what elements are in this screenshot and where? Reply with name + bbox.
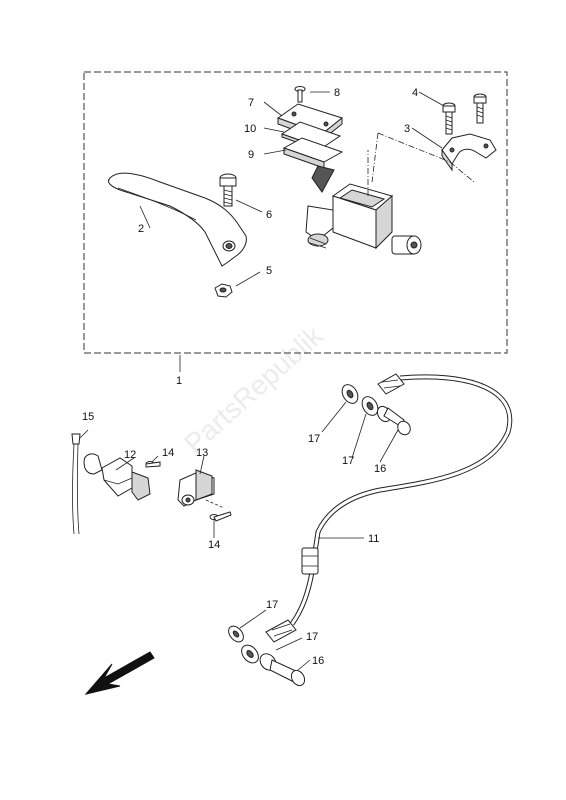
watermark-text: PartsRepublik	[178, 319, 329, 459]
pivot-bolt	[219, 173, 237, 207]
callout-13: 13	[196, 447, 208, 459]
callout-8: 8	[334, 87, 340, 99]
callout-14a: 14	[162, 447, 174, 459]
callout-4: 4	[412, 87, 418, 99]
callout-17d: 17	[306, 631, 318, 643]
watermark: PartsRepublik	[178, 319, 329, 459]
callout-6: 6	[266, 209, 272, 221]
assembly-box	[83, 71, 508, 354]
callout-16b: 16	[312, 655, 324, 667]
lower-fittings	[228, 625, 306, 687]
callout-3: 3	[404, 123, 410, 135]
callout-9: 9	[248, 149, 254, 161]
callout-17a: 17	[308, 433, 320, 445]
master-cylinder	[305, 183, 422, 255]
hose-holder	[83, 453, 151, 501]
callout-17b: 17	[342, 455, 354, 467]
direction-arrow	[84, 651, 155, 695]
diaphragm	[282, 137, 344, 193]
callout-14b: 14	[208, 539, 220, 551]
hose-bracket	[177, 469, 215, 507]
clamp-bolts	[442, 93, 487, 135]
callout-15: 15	[82, 411, 94, 423]
callout-10: 10	[244, 123, 256, 135]
holder-screw-top	[145, 461, 161, 468]
callout-1: 1	[176, 375, 182, 387]
lever-nut	[214, 283, 233, 298]
assembly-guide	[367, 132, 475, 196]
callout-5: 5	[266, 265, 272, 277]
leader-lines	[79, 91, 445, 671]
cap-screw	[294, 86, 306, 103]
callout-2: 2	[138, 223, 144, 235]
callout-17c: 17	[266, 599, 278, 611]
bracket-screw-bottom	[209, 511, 232, 522]
handlebar-clamp	[441, 133, 497, 172]
brake-hose	[265, 373, 513, 643]
callout-16a: 16	[374, 463, 386, 475]
callout-11: 11	[368, 533, 379, 545]
cable-tie	[71, 433, 81, 535]
callout-12: 12	[124, 449, 136, 461]
brake-lever	[107, 172, 247, 267]
upper-fittings	[341, 384, 411, 436]
callout-labels: 1 2 3 4 5 6 7 8 9 10 11 12 13 14 14 15 1…	[82, 87, 418, 667]
callout-7: 7	[248, 97, 254, 109]
